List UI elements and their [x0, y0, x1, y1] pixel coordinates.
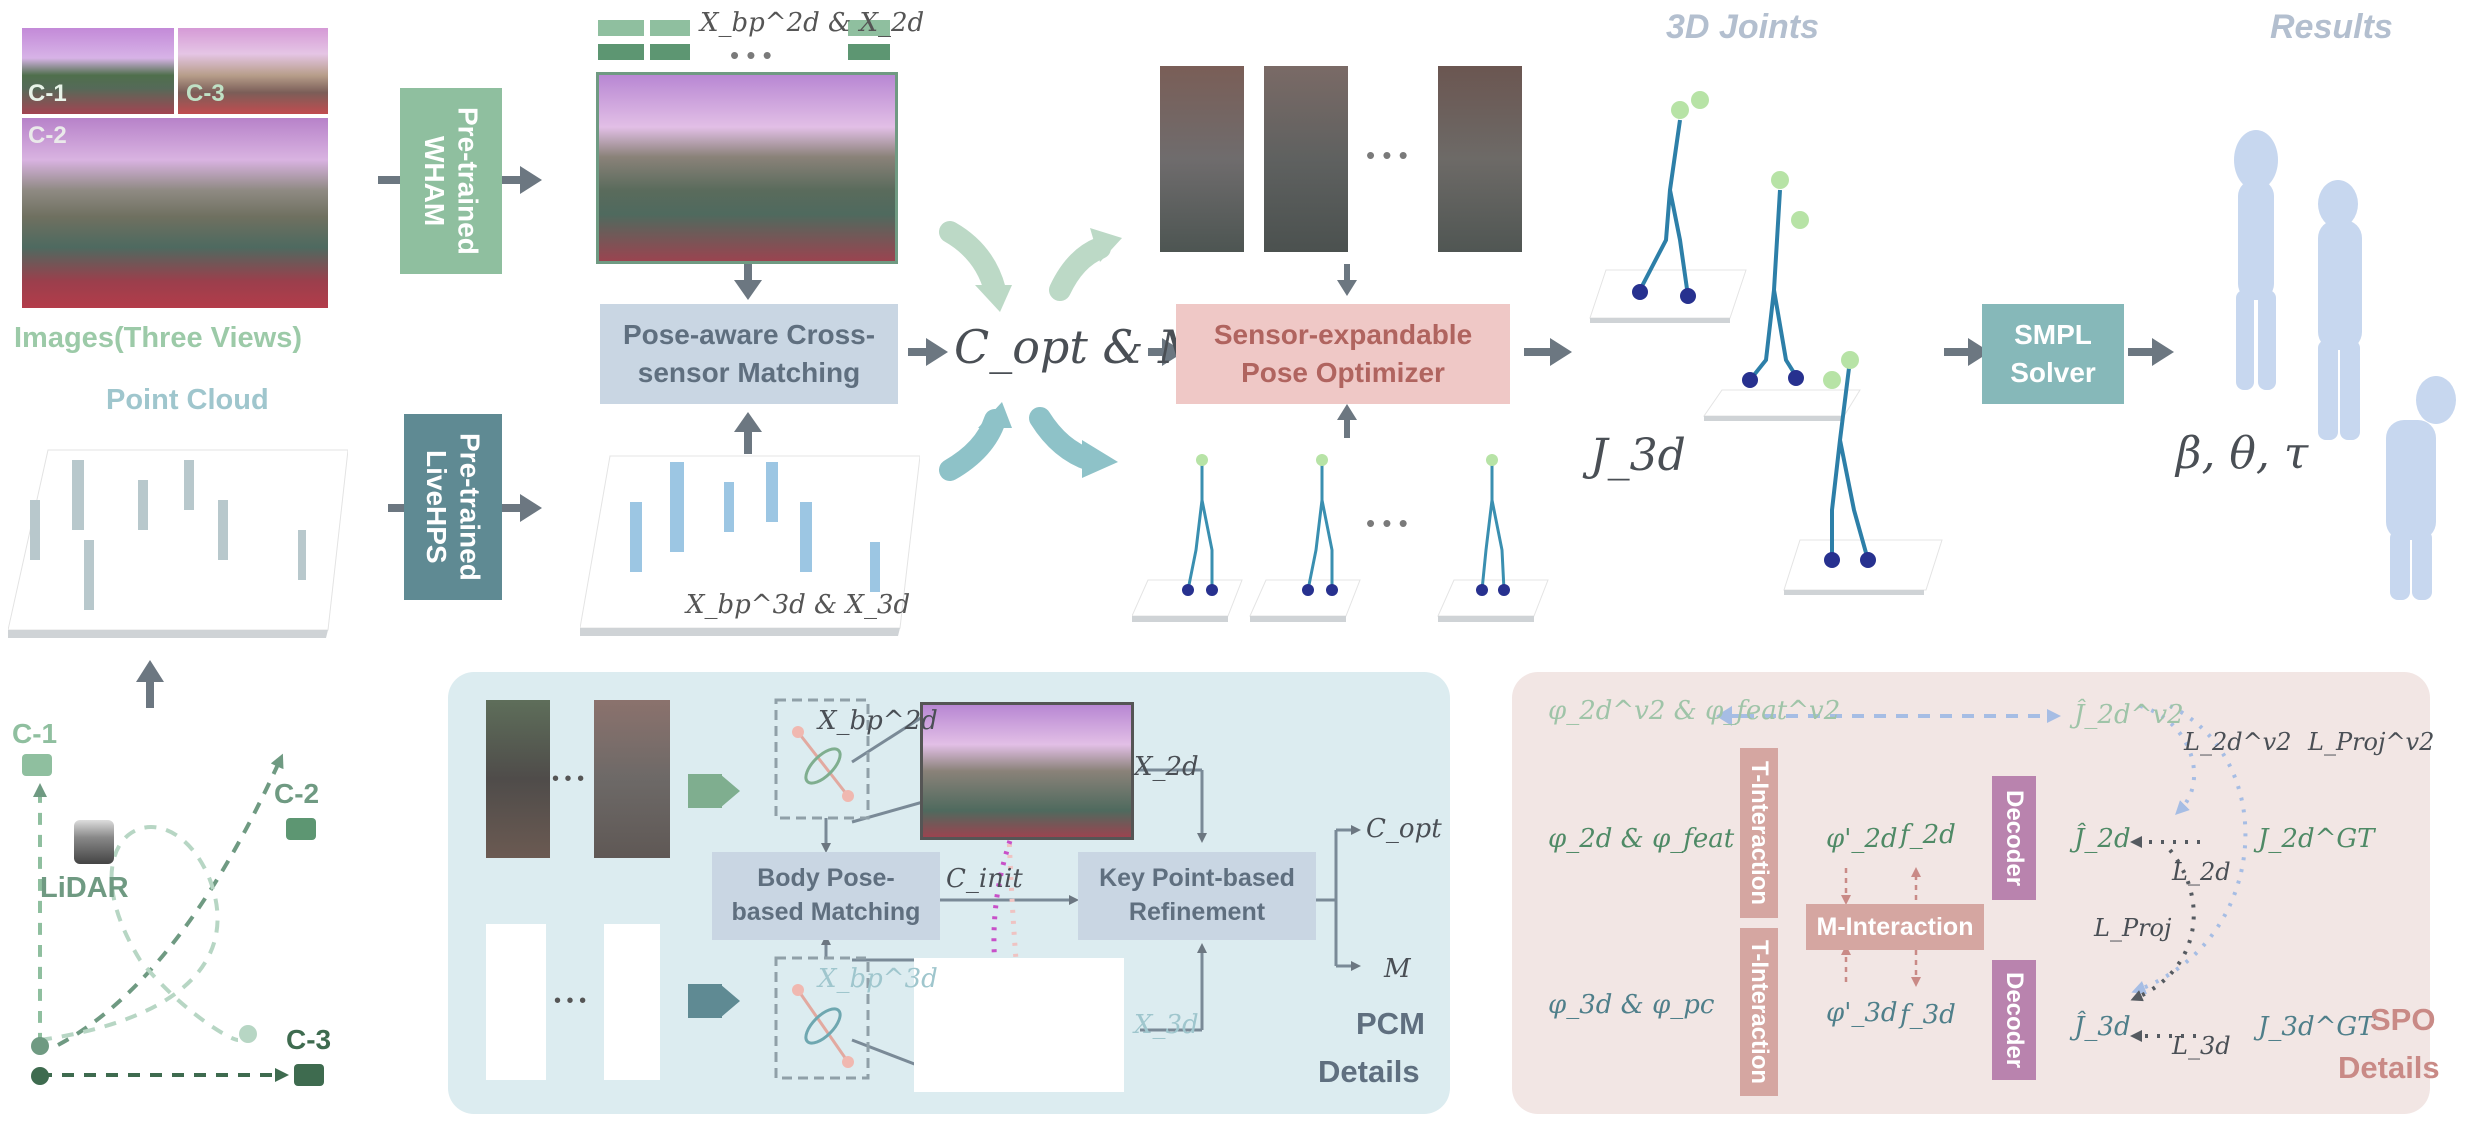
j3d-label: J_3d: [1590, 430, 1686, 481]
x3d-label: X_3d: [1134, 1010, 1199, 1040]
point-cloud-icon: [914, 958, 1124, 1092]
view-label-c1: C-1: [28, 80, 67, 107]
view-c2-image: [22, 118, 328, 308]
feature-bar-icon: [848, 20, 890, 36]
images-title: Images(Three Views): [14, 322, 302, 354]
feature-bar-icon: [598, 44, 644, 60]
view-label-c3: C-3: [186, 80, 225, 107]
lproj-v2-label: L_Proj^v2: [2308, 728, 2435, 756]
video-frame-icon: [1160, 66, 1244, 252]
spo-caption: SPO: [2370, 1002, 2436, 1037]
x2d-main-label: X_bp^2d & X_2d: [700, 8, 925, 38]
skeleton-icon: [1589, 91, 1943, 595]
copt-m-label: C_opt & M: [954, 320, 1206, 374]
phi3d-label: φ_3d & φ_pc: [1548, 990, 1715, 1020]
view-c1-image: [22, 28, 174, 114]
j3d-gt-label: J_3d^GT: [2258, 1012, 2375, 1042]
spo-box: Sensor-expandable Pose Optimizer: [1176, 304, 1510, 404]
camera-icon: [22, 754, 52, 776]
video-frame-icon: [920, 702, 1134, 840]
pcm-caption-details: Details: [1318, 1054, 1420, 1089]
camera-label-c1: C-1: [12, 718, 58, 749]
view-label-c2: C-2: [28, 122, 67, 149]
j2d-v2-label: Ĵ_2d^v2: [2074, 700, 2184, 730]
point-cloud-icon: [580, 455, 920, 636]
m-interaction-box: M-Interaction: [1806, 904, 1984, 950]
decoder-bottom-box: Decoder: [1992, 960, 2036, 1080]
video-frame-icon: [486, 700, 550, 858]
phi3d-prime-label: φ'_3d: [1826, 998, 1898, 1028]
joints-header: 3D Joints: [1666, 8, 1820, 46]
x2d-label: X_2d: [1134, 752, 1199, 782]
xbp2d-label: X_bp^2d: [818, 706, 938, 736]
feature-bar-icon: [848, 44, 890, 60]
phi-v2-label: φ_2d^v2 & φ_feat^v2: [1548, 696, 1841, 726]
wham-model-box: Pre-trained WHAM: [400, 88, 502, 274]
params-label: β, θ, τ: [2176, 428, 2309, 479]
decoder-top-box: Decoder: [1992, 776, 2036, 900]
view-c3-image: [178, 28, 328, 114]
f2d-label: f_2d: [1900, 820, 1956, 850]
camera-label-c3: C-3: [286, 1024, 332, 1055]
video-frame-icon: [1438, 66, 1522, 252]
point-cloud-icon: [486, 924, 546, 1080]
smpl-solver-box: SMPL Solver: [1982, 304, 2124, 404]
cinit-label: C_init: [946, 864, 1023, 894]
livehps-model-box: Pre-trained LiveHPS: [404, 414, 502, 600]
phi2d-label: φ_2d & φ_feat: [1548, 824, 1735, 854]
t-interaction-top-box: T-Interaction: [1740, 748, 1778, 918]
ellipsis: • • •: [554, 990, 587, 1012]
m-label: M: [1384, 954, 1411, 984]
ellipsis: • • •: [552, 768, 585, 790]
video-frame-icon: [594, 700, 670, 858]
phi2d-prime-label: φ'_2d: [1826, 824, 1898, 854]
t-interaction-bottom-box: T-Interaction: [1740, 928, 1778, 1096]
human-mesh-icon: [2234, 130, 2456, 600]
lidar-label: LiDAR: [40, 872, 129, 904]
camera-icon: [286, 818, 316, 840]
video-frame-icon: [1264, 66, 1348, 252]
results-header: Results: [2270, 8, 2393, 46]
l2d-label: L_2d: [2172, 858, 2231, 886]
ellipsis: • • •: [1366, 140, 1408, 170]
xbp3d-label: X_bp^3d: [818, 964, 938, 994]
l2d-v2-label: L_2d^v2: [2184, 728, 2292, 756]
j2d-hat-label: Ĵ_2d: [2074, 824, 2131, 854]
pcm-caption: PCM: [1356, 1006, 1425, 1041]
camera-icon: [294, 1064, 324, 1086]
feature-bar-icon: [598, 20, 644, 36]
skeleton-icon: [1132, 454, 1549, 622]
ellipsis: • • •: [730, 40, 772, 70]
point-cloud-icon: [8, 449, 348, 638]
feature-bar-icon: [650, 20, 690, 36]
spo-caption-details: Details: [2338, 1050, 2440, 1085]
pointcloud-title: Point Cloud: [106, 384, 269, 416]
j2d-gt-label: J_2d^GT: [2258, 824, 2375, 854]
x3d-main-label: X_bp^3d & X_3d: [686, 590, 911, 620]
lidar-icon: [74, 820, 114, 864]
video-frame-icon: [596, 72, 898, 264]
keypoint-refinement-box: Key Point-based Refinement: [1078, 852, 1316, 940]
body-pose-matching-box: Body Pose-based Matching: [712, 852, 940, 940]
f3d-label: f_3d: [1900, 1000, 1956, 1030]
pcm-box: Pose-aware Cross-sensor Matching: [600, 304, 898, 404]
spo-details-panel: [1512, 672, 2430, 1114]
camera-label-c2: C-2: [274, 778, 320, 809]
feature-bar-icon: [650, 44, 690, 60]
ellipsis: • • •: [1366, 508, 1408, 538]
copt-label: C_opt: [1366, 814, 1442, 844]
j3d-hat-label: Ĵ_3d: [2074, 1012, 2131, 1042]
l3d-label: L_3d: [2172, 1032, 2231, 1060]
point-cloud-icon: [604, 924, 660, 1080]
lproj-label: L_Proj: [2094, 914, 2172, 942]
